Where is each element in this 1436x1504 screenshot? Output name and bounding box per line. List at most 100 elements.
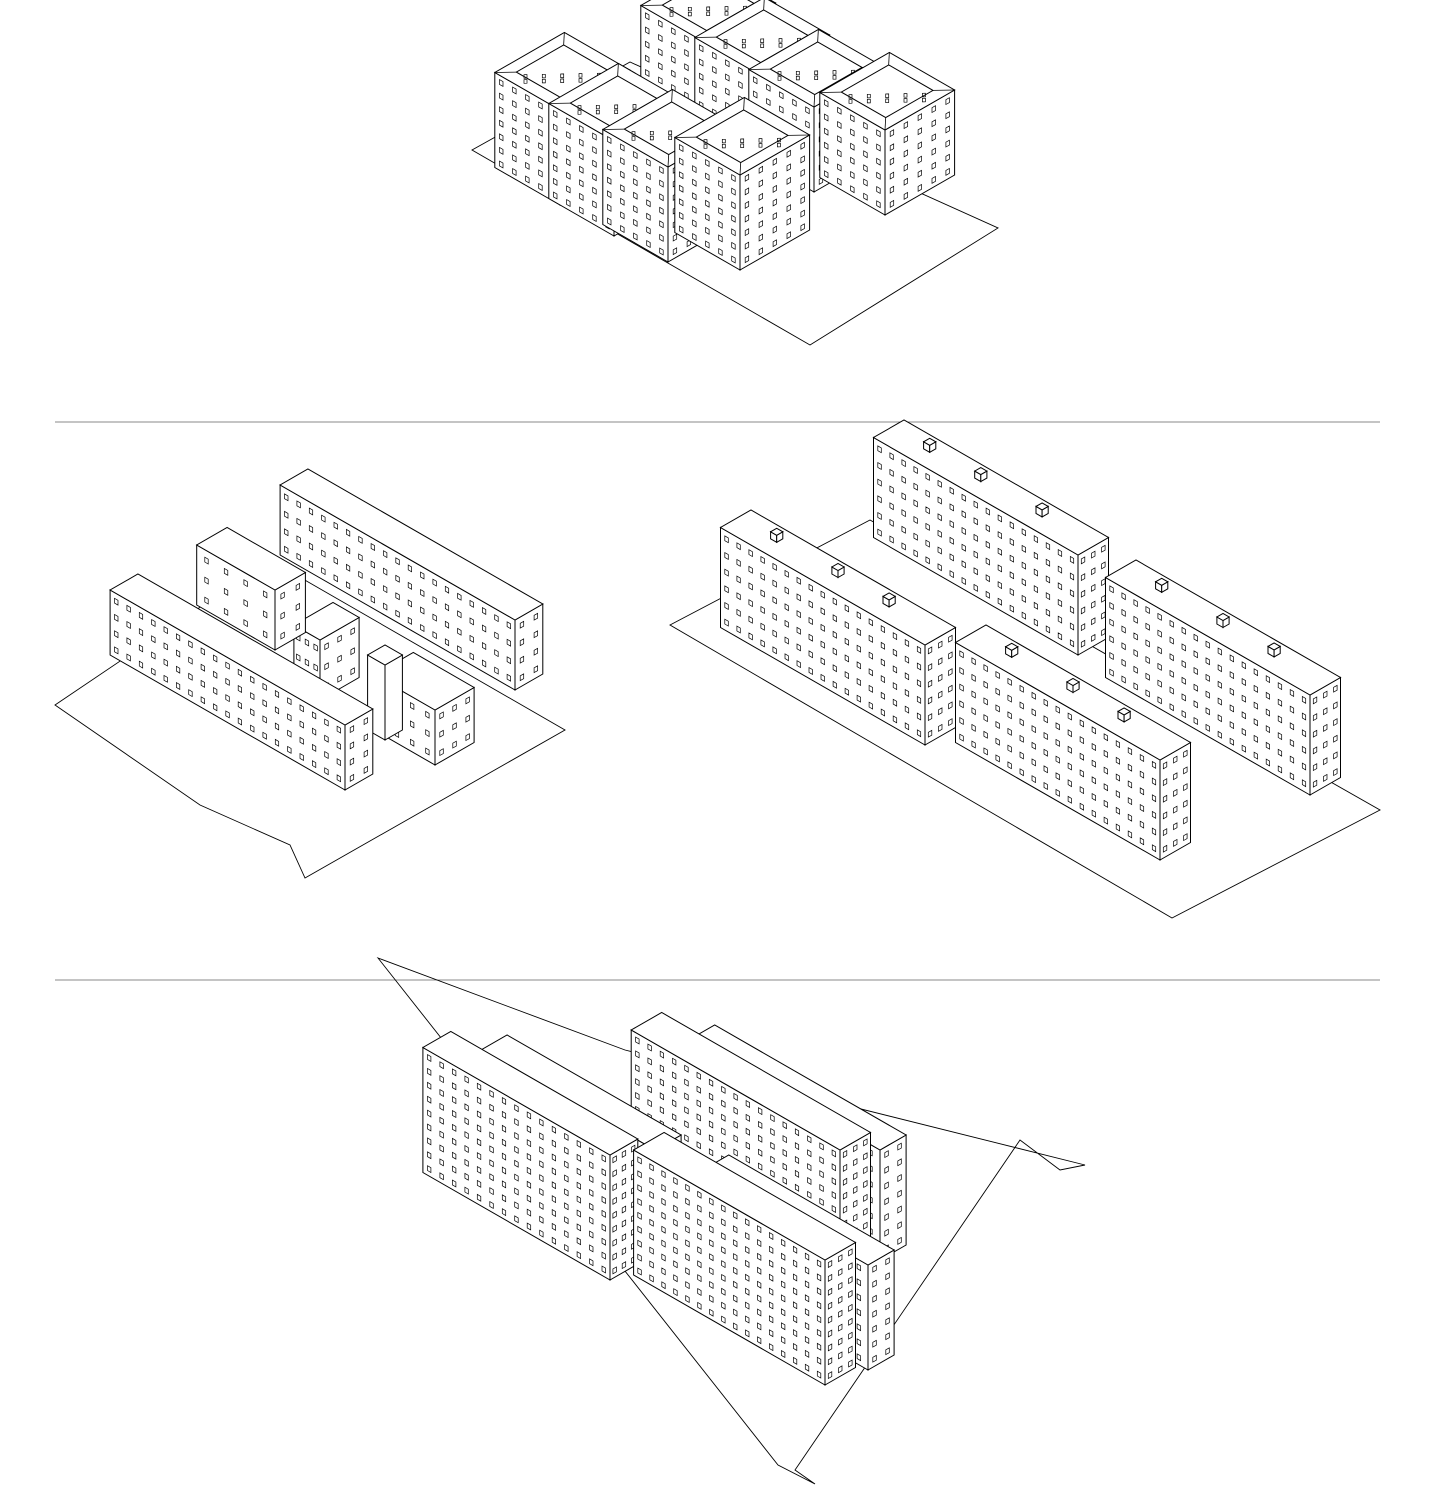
window: [884, 1212, 889, 1222]
window: [913, 482, 918, 491]
window: [321, 514, 326, 523]
window: [533, 647, 538, 656]
window: [287, 745, 292, 754]
window: [744, 228, 750, 237]
window: [745, 1301, 750, 1310]
window: [296, 500, 301, 509]
window: [904, 638, 910, 648]
window: [1229, 737, 1234, 746]
window: [795, 75, 800, 81]
window: [1193, 683, 1198, 692]
window: [850, 142, 855, 151]
window: [237, 717, 242, 726]
window: [805, 106, 810, 115]
window: [1127, 747, 1133, 756]
window: [579, 152, 584, 161]
window: [961, 493, 966, 502]
window: [786, 204, 791, 213]
window: [501, 1166, 507, 1175]
window: [601, 1154, 606, 1163]
window: [863, 121, 868, 130]
window: [820, 640, 825, 649]
window: [937, 546, 942, 555]
window: [514, 1215, 519, 1224]
window: [114, 646, 119, 655]
window: [679, 157, 684, 166]
window: [1241, 694, 1246, 703]
window: [931, 105, 936, 114]
window: [724, 618, 729, 627]
window: [793, 1301, 798, 1310]
window: [971, 707, 976, 716]
window: [1183, 816, 1188, 825]
window: [576, 1209, 581, 1218]
window: [786, 217, 791, 226]
window: [469, 634, 474, 643]
window: [699, 58, 704, 67]
window: [794, 1128, 800, 1137]
window: [1055, 738, 1060, 747]
window: [243, 579, 248, 588]
window: [645, 54, 650, 63]
window: [772, 184, 777, 193]
window: [308, 507, 314, 516]
window: [658, 19, 663, 28]
roof-ridge: [813, 94, 816, 108]
window: [708, 1078, 714, 1087]
window: [589, 1216, 594, 1225]
window: [1045, 625, 1051, 634]
window: [1169, 619, 1174, 628]
window: [1055, 755, 1060, 764]
window: [1091, 583, 1096, 592]
window: [457, 645, 462, 654]
window: [877, 445, 882, 454]
window: [525, 175, 530, 184]
window: [501, 1124, 507, 1133]
window: [804, 1280, 810, 1289]
window: [1217, 714, 1222, 723]
window: [633, 205, 638, 214]
window: [188, 689, 193, 698]
window: [525, 121, 530, 130]
window: [114, 630, 119, 639]
window: [692, 192, 697, 201]
window: [151, 635, 156, 644]
window: [892, 715, 898, 724]
window: [395, 609, 400, 618]
window: [494, 666, 499, 675]
window: [631, 131, 636, 136]
window: [1127, 797, 1133, 806]
window: [526, 1194, 532, 1203]
window: [1045, 542, 1051, 551]
window: [800, 196, 805, 205]
window: [685, 1183, 690, 1192]
window: [635, 1064, 640, 1073]
window: [945, 125, 950, 134]
window: [350, 627, 355, 636]
window: [848, 1276, 853, 1285]
window: [489, 1187, 494, 1196]
window: [697, 1190, 702, 1199]
window: [959, 683, 964, 692]
window: [721, 143, 726, 149]
window: [661, 1170, 666, 1179]
window: [280, 611, 285, 620]
window: [863, 1193, 868, 1202]
window: [959, 650, 964, 659]
window: [824, 99, 829, 108]
window: [262, 682, 267, 691]
window: [337, 634, 342, 643]
window: [699, 44, 704, 53]
window: [237, 701, 242, 710]
window: [427, 1123, 432, 1132]
roof: [366, 644, 404, 666]
window: [592, 132, 597, 141]
window: [250, 675, 255, 684]
window: [769, 1301, 774, 1310]
window: [1229, 704, 1234, 713]
window: [876, 143, 881, 152]
window: [1127, 813, 1133, 822]
window: [685, 1281, 690, 1290]
window: [820, 623, 825, 632]
window: [760, 572, 765, 581]
